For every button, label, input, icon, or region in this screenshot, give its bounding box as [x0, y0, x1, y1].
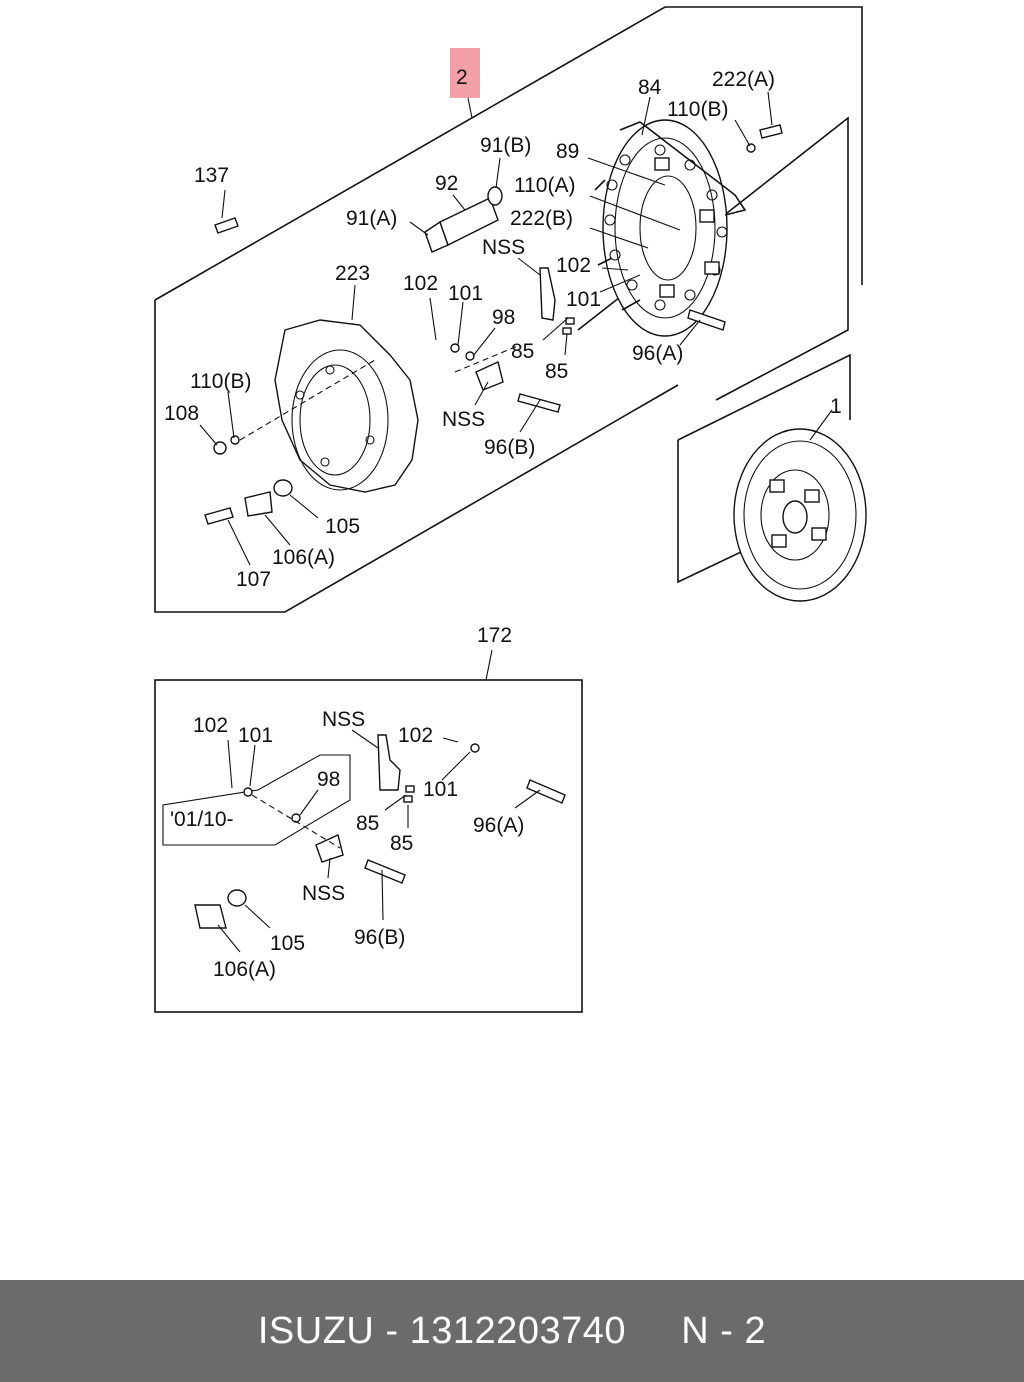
- clutch-disc: [733, 428, 867, 602]
- callout-91b: 91(B): [480, 134, 531, 157]
- callout-106a: 106(A): [272, 546, 335, 569]
- inset-callout-85b: 85: [390, 832, 413, 855]
- inset-callout-101b: 101: [423, 778, 458, 801]
- callout-223: 223: [335, 262, 370, 285]
- callout-222a: 222(A): [712, 68, 775, 91]
- clutch-exploded-view: 2 84 222(A) 110(B) 91(B) 89 137 92 110(A…: [154, 6, 867, 1013]
- inset-callout-96b: 96(B): [354, 926, 405, 949]
- callout-110b-left: 110(B): [190, 370, 251, 393]
- inset-title: 172: [477, 624, 512, 647]
- inset-callout-101a: 101: [238, 724, 273, 747]
- callout-89: 89: [556, 140, 579, 163]
- callout-highlight: [450, 48, 480, 98]
- callout-137: 137: [194, 164, 229, 187]
- callout-1: 1: [830, 395, 842, 418]
- callout-nss-top: NSS: [482, 236, 525, 259]
- inset-callout-nss-a: NSS: [322, 708, 365, 731]
- callout-84: 84: [638, 76, 662, 99]
- callout-labels: 2 84 222(A) 110(B) 91(B) 89 137 92 110(A…: [164, 66, 842, 591]
- callout-85b: 85: [545, 360, 568, 383]
- footer-text: ISUZU - 1312203740 N - 2: [257, 1309, 767, 1352]
- inset-callout-106a: 106(A): [213, 958, 276, 981]
- inset-callout-102b: 102: [398, 724, 433, 747]
- callout-101-mid: 101: [448, 282, 483, 305]
- inset-callout-105: 105: [270, 932, 305, 955]
- leader-lines: [199, 91, 833, 566]
- fasteners: [204, 124, 783, 525]
- inset-callout-85a: 85: [356, 812, 379, 835]
- inset-date-note: '01/10-: [170, 808, 234, 831]
- callout-98: 98: [492, 306, 515, 329]
- part-number-footer: ISUZU - 1312203740 N - 2: [0, 1280, 1024, 1382]
- parts-diagram: 2 84 222(A) 110(B) 91(B) 89 137 92 110(A…: [154, 6, 867, 1013]
- callout-108: 108: [164, 402, 199, 425]
- inset-callout-96a: 96(A): [473, 814, 524, 837]
- callout-91a: 91(A): [346, 207, 397, 230]
- callout-nss-mid: NSS: [442, 408, 485, 431]
- inset-callout-102a: 102: [193, 714, 228, 737]
- release-sleeve: [424, 186, 503, 253]
- callout-222b: 222(B): [510, 207, 573, 230]
- callout-101-top: 101: [566, 288, 601, 311]
- callout-105: 105: [325, 515, 360, 538]
- inset-172: 172 '01/10- 102 101 NSS 102: [154, 624, 583, 1013]
- callout-92: 92: [435, 172, 458, 195]
- callout-102-top: 102: [556, 254, 591, 277]
- callout-107: 107: [236, 568, 271, 591]
- callout-85a: 85: [511, 340, 534, 363]
- callout-110b-top: 110(B): [667, 98, 728, 121]
- inset-callout-98: 98: [317, 768, 340, 791]
- inset-callout-nss-b: NSS: [302, 882, 345, 905]
- callout-96b-top: 96(B): [484, 436, 535, 459]
- callout-96a-top: 96(A): [632, 342, 683, 365]
- flywheel-housing: [274, 319, 419, 493]
- callout-102-mid: 102: [403, 272, 438, 295]
- callout-2: 2: [456, 66, 468, 89]
- callout-110a: 110(A): [514, 174, 575, 197]
- clutch-cover: [594, 119, 747, 337]
